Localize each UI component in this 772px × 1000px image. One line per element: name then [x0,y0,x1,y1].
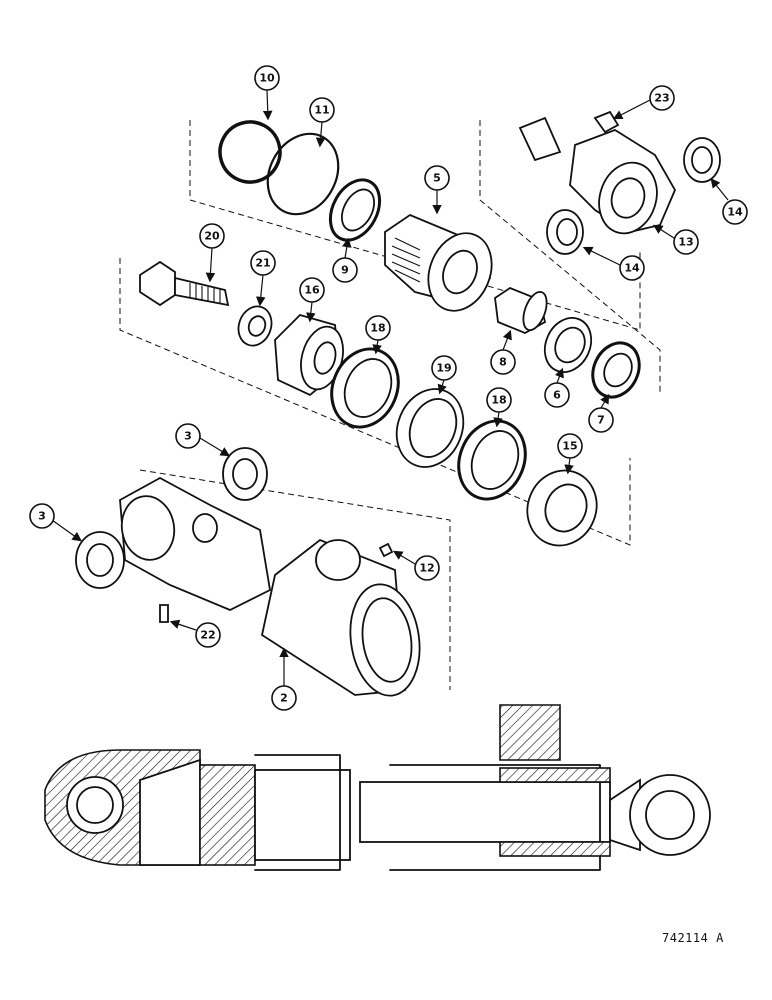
svg-text:11: 11 [314,104,329,117]
svg-text:21: 21 [255,257,270,270]
svg-text:18: 18 [491,394,506,407]
svg-text:8: 8 [499,356,507,369]
svg-text:13: 13 [678,236,693,249]
svg-text:18: 18 [370,322,385,335]
bushing-part-14-upper [683,137,721,183]
cylinder-tube-part-2 [260,538,421,697]
piston-part-5 [384,213,493,312]
callout-5: 5 [424,165,450,215]
callout-19: 19 [431,355,457,395]
svg-text:23: 23 [654,92,669,105]
wiper-part-6 [543,317,593,373]
callout-10: 10 [254,65,280,121]
callout-9: 9 [332,237,358,283]
seal-part-9 [328,178,382,242]
callout-23: 23 [612,85,675,120]
grease-fitting-part-23 [593,110,620,134]
callout-14-upper: 14 [710,178,748,225]
svg-text:12: 12 [419,562,434,575]
callout-21: 21 [250,250,276,307]
callout-3-upper: 3 [175,423,231,457]
svg-text:7: 7 [597,414,605,427]
seal-part-18-right [457,419,527,501]
piston-part-16 [274,313,344,397]
svg-text:9: 9 [341,264,349,277]
svg-text:16: 16 [304,284,320,297]
callout-12: 12 [392,550,440,581]
bushing-part-14-lower [546,209,584,255]
svg-text:14: 14 [624,262,640,275]
callout-13: 13 [652,224,699,255]
piston-part-15 [526,469,598,547]
bushing-part-8 [494,286,548,334]
svg-text:3: 3 [38,510,46,523]
callout-11: 11 [309,97,335,148]
screw-part-12 [378,542,394,558]
snap-ring-part-10 [218,120,282,184]
group-frame-bolt [119,258,631,546]
svg-text:5: 5 [433,172,441,185]
section-view [44,704,711,871]
callout-3-lower: 3 [29,503,82,542]
seal-part-7 [591,341,641,399]
bolt-part-20 [139,260,230,307]
callout-2: 2 [271,647,297,711]
callout-15: 15 [557,433,583,475]
bushing-part-3-upper [222,447,268,501]
svg-text:6: 6 [553,389,561,402]
callout-7: 7 [588,393,614,433]
callout-18-right: 18 [486,387,512,428]
grease-fitting-part-22 [159,604,169,623]
svg-text:2: 2 [280,692,288,705]
callout-22: 22 [169,619,221,648]
svg-text:22: 22 [200,629,215,642]
svg-text:19: 19 [436,362,451,375]
callout-8: 8 [490,329,516,375]
svg-text:10: 10 [259,72,275,85]
o-ring-part-11 [266,132,340,216]
rod-eye-part-13 [518,116,677,235]
callout-14-lower: 14 [582,246,645,281]
callout-6: 6 [544,367,570,408]
base-end-clevis [119,476,271,611]
svg-text:15: 15 [562,440,577,453]
callout-16: 16 [299,277,325,323]
group-frame-rod-end [479,120,661,395]
callout-18-left: 18 [365,315,391,355]
svg-text:14: 14 [727,206,743,219]
drawing-number: 742114 A [662,931,724,945]
callout-20: 20 [199,223,225,283]
washer-part-21 [237,305,273,347]
svg-text:20: 20 [204,230,220,243]
bushing-part-3-lower [75,531,125,589]
svg-text:3: 3 [184,430,192,443]
